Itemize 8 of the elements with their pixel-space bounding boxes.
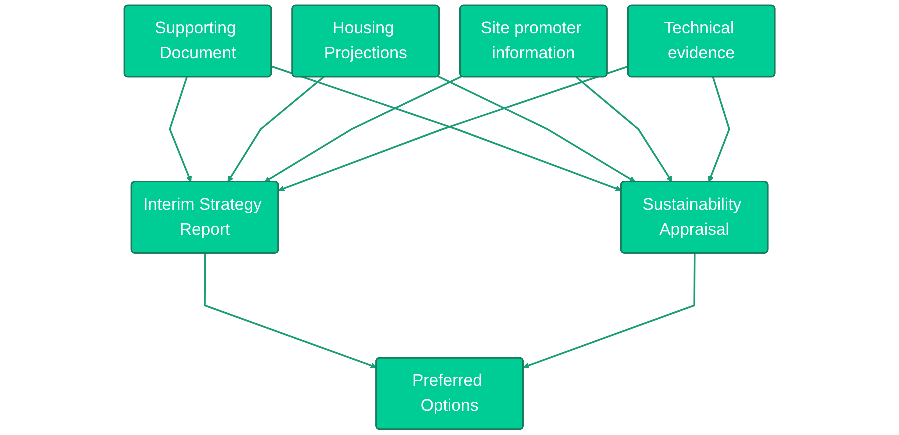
arrow [576, 76, 672, 182]
arrow [168, 77, 192, 182]
arrow [227, 76, 324, 182]
arrow [708, 77, 730, 182]
arrow [438, 76, 636, 182]
arrow [523, 254, 696, 369]
arrow [264, 76, 462, 182]
arrow [204, 254, 377, 369]
